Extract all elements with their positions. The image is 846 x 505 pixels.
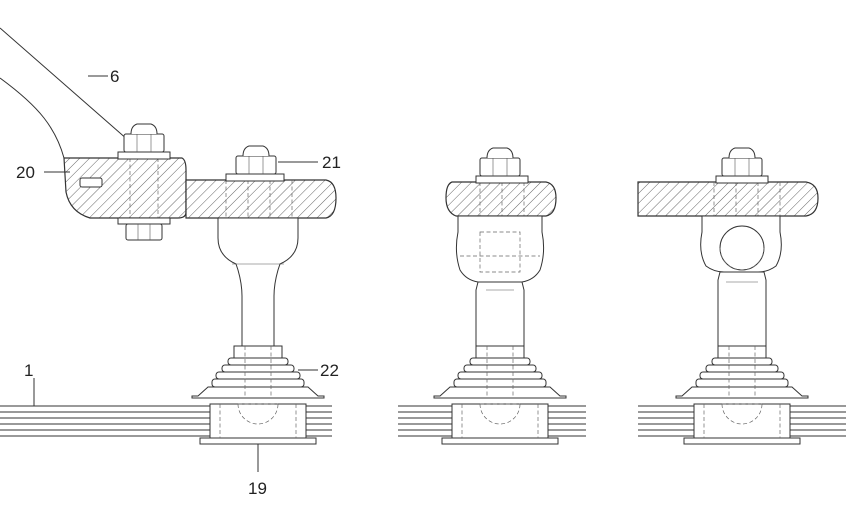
callout-19-label: 19 — [248, 479, 267, 498]
callout-1: 1 — [24, 361, 35, 406]
callout-19: 19 — [248, 444, 267, 498]
callout-20: 20 — [16, 163, 70, 182]
callout-20-label: 20 — [16, 163, 35, 182]
assembly-middle — [433, 147, 567, 445]
leaf-spring — [0, 400, 846, 446]
assembly-left — [0, 27, 337, 445]
callout-6-label: 6 — [110, 67, 119, 86]
callout-6: 6 — [88, 67, 119, 86]
callout-22: 22 — [298, 361, 339, 380]
callout-21-label: 21 — [322, 153, 341, 172]
callout-21: 21 — [278, 153, 341, 172]
assembly-right — [637, 147, 819, 445]
callout-22-label: 22 — [320, 361, 339, 380]
callout-1-label: 1 — [24, 361, 33, 380]
